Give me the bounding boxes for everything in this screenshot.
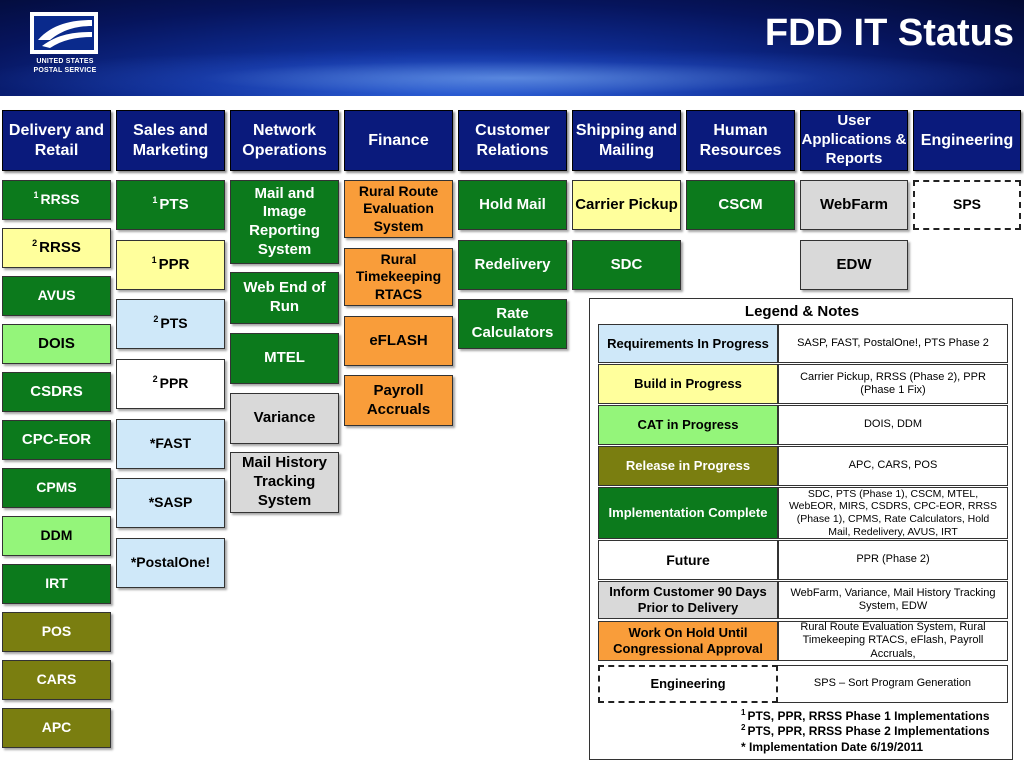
logo-line1: UNITED STATES: [36, 58, 94, 65]
status-tile-redelivery: Redelivery: [458, 240, 567, 290]
slide-header: UNITED STATES POSTAL SERVICE FDD IT Stat…: [0, 0, 1024, 96]
legend-value-inform: WebFarm, Variance, Mail History Tracking…: [778, 581, 1008, 619]
status-tile-cpms: CPMS: [2, 468, 111, 508]
status-tile-rate-calculators: Rate Calculators: [458, 299, 567, 349]
legend-value-implementation: SDC, PTS (Phase 1), CSCM, MTEL, WebEOR, …: [778, 487, 1008, 539]
column-header-network: Network Operations: [230, 110, 339, 171]
legend-value-release: APC, CARS, POS: [778, 446, 1008, 486]
header-divider: [0, 96, 1024, 100]
legend-value-build: Carrier Pickup, RRSS (Phase 2), PPR (Pha…: [778, 364, 1008, 404]
legend-value-engineering: SPS – Sort Program Generation: [778, 665, 1008, 703]
status-tile-pos: POS: [2, 612, 111, 652]
status-tile-payroll-accruals: Payroll Accruals: [344, 375, 453, 426]
column-header-delivery: Delivery and Retail: [2, 110, 111, 171]
status-tile-sdc: SDC: [572, 240, 681, 290]
legend-key-cat: CAT in Progress: [598, 405, 778, 445]
legend-panel: Legend & Notes Requirements In Progress …: [589, 298, 1013, 760]
legend-row-on-hold: Work On Hold Until Congressional Approva…: [598, 621, 1008, 661]
column-header-userapps: User Applications & Reports: [800, 110, 908, 171]
legend-value-cat: DOIS, DDM: [778, 405, 1008, 445]
status-tile-mirs: Mail and Image Reporting System: [230, 180, 339, 264]
legend-key-inform: Inform Customer 90 Days Prior to Deliver…: [598, 581, 778, 619]
legend-key-engineering: Engineering: [598, 665, 778, 703]
status-tile-hold-mail: Hold Mail: [458, 180, 567, 230]
legend-key-implementation: Implementation Complete: [598, 487, 778, 539]
status-tile-apc: APC: [2, 708, 111, 748]
legend-value-on-hold: Rural Route Evaluation System, Rural Tim…: [778, 621, 1008, 661]
status-tile-mail-history-tracking: Mail History Tracking System: [230, 452, 339, 513]
legend-row-cat: CAT in Progress DOIS, DDM: [598, 405, 1008, 445]
legend-value-future: PPR (Phase 2): [778, 540, 1008, 580]
legend-row-inform: Inform Customer 90 Days Prior to Deliver…: [598, 581, 1008, 619]
status-tile-fast: *FAST: [116, 419, 225, 469]
header-light-streak: [0, 48, 1024, 96]
page-title: FDD IT Status: [764, 12, 1014, 54]
logo-line2: POSTAL SERVICE: [33, 67, 97, 74]
status-tile-sps: SPS: [913, 180, 1021, 230]
status-tile-carrier-pickup: Carrier Pickup: [572, 180, 681, 230]
status-tile-postalone: *PostalOne!: [116, 538, 225, 588]
legend-key-build: Build in Progress: [598, 364, 778, 404]
status-tile-dois: DOIS: [2, 324, 111, 364]
status-tile-csdrs: CSDRS: [2, 372, 111, 412]
legend-key-release: Release in Progress: [598, 446, 778, 486]
status-tile-sasp: *SASP: [116, 478, 225, 528]
status-tile-cpc-eor: CPC-EOR: [2, 420, 111, 460]
status-tile-eflash: eFLASH: [344, 316, 453, 366]
legend-key-on-hold: Work On Hold Until Congressional Approva…: [598, 621, 778, 661]
status-tile-avus: AVUS: [2, 276, 111, 316]
column-header-engineering: Engineering: [913, 110, 1021, 171]
column-header-sales: Sales and Marketing: [116, 110, 225, 171]
legend-key-future: Future: [598, 540, 778, 580]
legend-row-future: Future PPR (Phase 2): [598, 540, 1008, 580]
status-tile-cscm: CSCM: [686, 180, 795, 230]
column-header-finance: Finance: [344, 110, 453, 171]
column-header-customer: Customer Relations: [458, 110, 567, 171]
status-tile-variance: Variance: [230, 393, 339, 444]
usps-eagle-icon: [30, 12, 98, 54]
column-header-hr: Human Resources: [686, 110, 795, 171]
legend-value-requirements: SASP, FAST, PostalOne!, PTS Phase 2: [778, 324, 1008, 363]
status-tile-cars: CARS: [2, 660, 111, 700]
legend-row-release: Release in Progress APC, CARS, POS: [598, 446, 1008, 486]
legend-row-build: Build in Progress Carrier Pickup, RRSS (…: [598, 364, 1008, 404]
legend-row-implementation: Implementation Complete SDC, PTS (Phase …: [598, 487, 1008, 539]
status-tile-ddm: DDM: [2, 516, 111, 556]
status-tile-rural-route-evaluation: Rural Route Evaluation System: [344, 180, 453, 238]
legend-title: Legend & Notes: [744, 303, 860, 320]
status-tile-edw: EDW: [800, 240, 908, 290]
legend-row-requirements: Requirements In Progress SASP, FAST, Pos…: [598, 324, 1008, 363]
status-tile-mtel: MTEL: [230, 333, 339, 384]
legend-row-engineering: Engineering SPS – Sort Program Generatio…: [598, 665, 1008, 703]
footnote-implementation-date: * Implementation Date 6/19/2011: [741, 740, 924, 754]
status-tile-rural-timekeeping: Rural Timekeeping RTACS: [344, 248, 453, 306]
usps-logo: UNITED STATES POSTAL SERVICE: [24, 10, 104, 76]
status-tile-web-end-of-run: Web End of Run: [230, 272, 339, 324]
status-tile-irt: IRT: [2, 564, 111, 604]
status-tile-webfarm: WebFarm: [800, 180, 908, 230]
column-header-shipping: Shipping and Mailing: [572, 110, 681, 171]
legend-key-requirements: Requirements In Progress: [598, 324, 778, 363]
